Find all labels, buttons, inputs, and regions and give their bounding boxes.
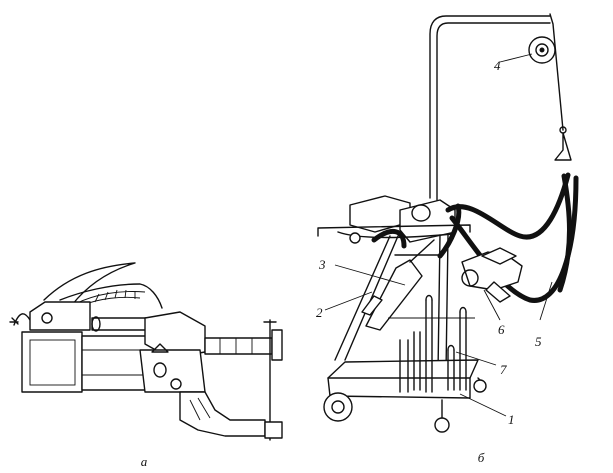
welding-station-drawing bbox=[317, 13, 579, 433]
panel-label-b: б bbox=[478, 450, 485, 465]
callout-7: 7 bbox=[500, 362, 507, 377]
callout-4: 4 bbox=[494, 58, 501, 73]
leader-lines bbox=[324, 53, 553, 417]
callout-1: 1 bbox=[508, 412, 515, 427]
panel-label-a: а bbox=[141, 454, 148, 469]
callout-3: 3 bbox=[318, 257, 326, 272]
welding-gun-drawing bbox=[9, 262, 283, 441]
callout-5: 5 bbox=[535, 334, 542, 349]
callout-2: 2 bbox=[316, 305, 323, 320]
callout-6: 6 bbox=[498, 322, 505, 337]
